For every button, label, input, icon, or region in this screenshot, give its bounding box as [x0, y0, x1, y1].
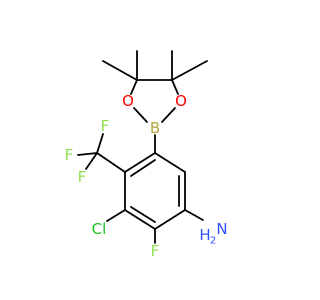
bond-ring-6-inner: [130, 159, 156, 177]
amine-hydrogen: H: [199, 226, 210, 244]
bonds: [77, 50, 208, 244]
chlorine-atom: Cl: [92, 220, 107, 238]
bond-ring-cl: [106, 209, 126, 222]
boron-atom: B: [150, 119, 160, 137]
amine-subscript: 2: [210, 236, 216, 247]
bond-ring-4: [124, 209, 156, 230]
fluorine-atom-3: F: [78, 168, 87, 186]
atom-labels: O O B F F F F Cl H 2 N: [65, 92, 228, 260]
background: [0, 0, 300, 300]
fluorine-atom-1: F: [101, 117, 110, 135]
bond-ring-6: [124, 152, 156, 173]
bond-c-o1: [130, 79, 138, 95]
bond-c-o2: [171, 79, 179, 95]
bond-c-f2: [85, 152, 98, 170]
bond-methyl-4: [171, 60, 208, 81]
bond-ring-n: [184, 209, 204, 221]
bond-ring-cf3: [96, 152, 126, 173]
bond-methyl-1: [102, 60, 138, 81]
fluorine-atom-4: F: [151, 242, 160, 260]
oxygen-atom-1: O: [122, 92, 134, 110]
bond-ring-4-inner: [130, 206, 156, 223]
amine-nitrogen: N: [216, 220, 227, 238]
molecule-structure: O O B F F F F Cl H 2 N: [0, 0, 300, 300]
bond-ring-1: [154, 152, 186, 173]
oxygen-atom-2: O: [175, 92, 187, 110]
bond-c-f3: [96, 133, 104, 154]
bond-o2-b: [161, 107, 176, 123]
bond-ring-3: [154, 209, 186, 230]
amine-group: H 2 N: [199, 220, 227, 247]
bond-c-f1: [77, 152, 98, 156]
fluorine-atom-2: F: [65, 146, 74, 164]
bond-o1-b: [133, 107, 148, 123]
